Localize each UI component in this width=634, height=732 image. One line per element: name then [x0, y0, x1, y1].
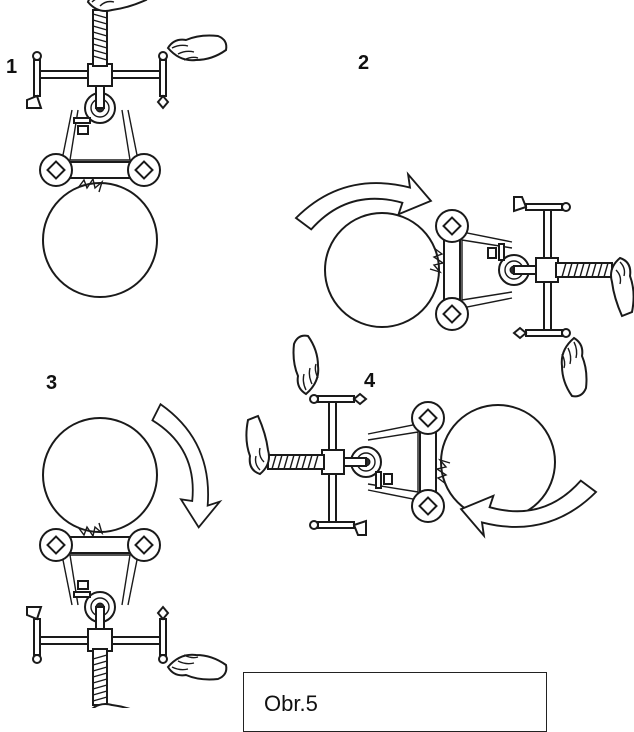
pipe-tool-steps-diagram — [0, 0, 634, 708]
step-number-4: 4 — [364, 370, 375, 393]
step-number-1: 1 — [6, 56, 17, 79]
step-number-3: 3 — [46, 372, 57, 395]
figure-caption: Obr.5 — [264, 691, 318, 717]
rotation-arrow-step-3 — [150, 397, 224, 532]
tool-step-3 — [27, 397, 226, 708]
tool-step-2 — [296, 174, 634, 396]
tool-step-4 — [246, 336, 596, 536]
tool-step-1 — [27, 0, 226, 297]
step-number-2: 2 — [358, 52, 369, 75]
caption-box: Obr.5 — [243, 672, 547, 732]
